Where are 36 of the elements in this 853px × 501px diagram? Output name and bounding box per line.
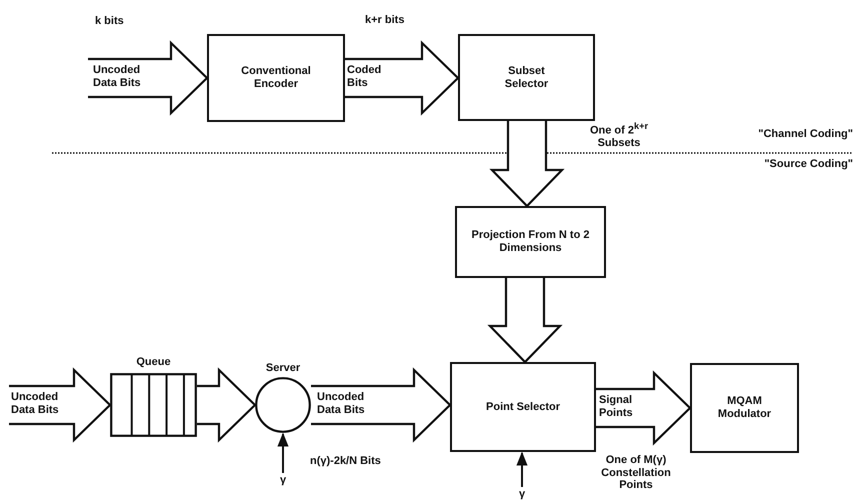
block-arrow [594, 370, 692, 446]
process-box [690, 363, 799, 453]
box-label: Projection From N to 2 Dimensions [470, 229, 590, 255]
annotation-text: One of 2$^{k+r}$ Subsets [588, 121, 650, 150]
process-box [207, 34, 345, 122]
input-label: γ [278, 474, 288, 486]
box-label: MQAM Modulator [716, 395, 772, 421]
process-box [450, 362, 596, 452]
annotation-text: One of M(γ) Constellation Points [600, 454, 672, 492]
annotation-text: "Channel Coding" [757, 128, 853, 141]
arrow [516, 452, 528, 487]
queue-label: Queue [136, 356, 171, 368]
process-box [455, 206, 606, 278]
edge-label: Uncoded Data Bits [93, 64, 142, 90]
block-arrow [487, 276, 563, 364]
annotation-text: k+r bits [365, 14, 406, 27]
edge-label: Signal Points [599, 394, 634, 420]
block-arrow [489, 120, 565, 208]
block-arrow [86, 40, 209, 116]
box-label: Subset Selector [504, 64, 550, 90]
edge-label: Uncoded Data Bits [317, 391, 366, 416]
arrow [277, 432, 289, 473]
edge-label: Coded Bits [347, 64, 382, 90]
process-box [458, 34, 595, 121]
block-arrow [8, 367, 112, 443]
box-label: Point Selector [486, 400, 560, 414]
block-arrow [344, 40, 460, 116]
block-arrow [310, 367, 452, 443]
block-arrow [196, 367, 257, 443]
server-label: Server [266, 362, 300, 374]
box-label: Conventional Encoder [240, 65, 312, 91]
annotation-text: k bits [95, 15, 125, 28]
annotation-text: "Source Coding" [763, 158, 853, 171]
edge-label: Uncoded Data Bits [11, 391, 60, 416]
input-label: γ [518, 488, 526, 500]
annotation-text: n(γ)-2k/N Bits [310, 455, 382, 468]
